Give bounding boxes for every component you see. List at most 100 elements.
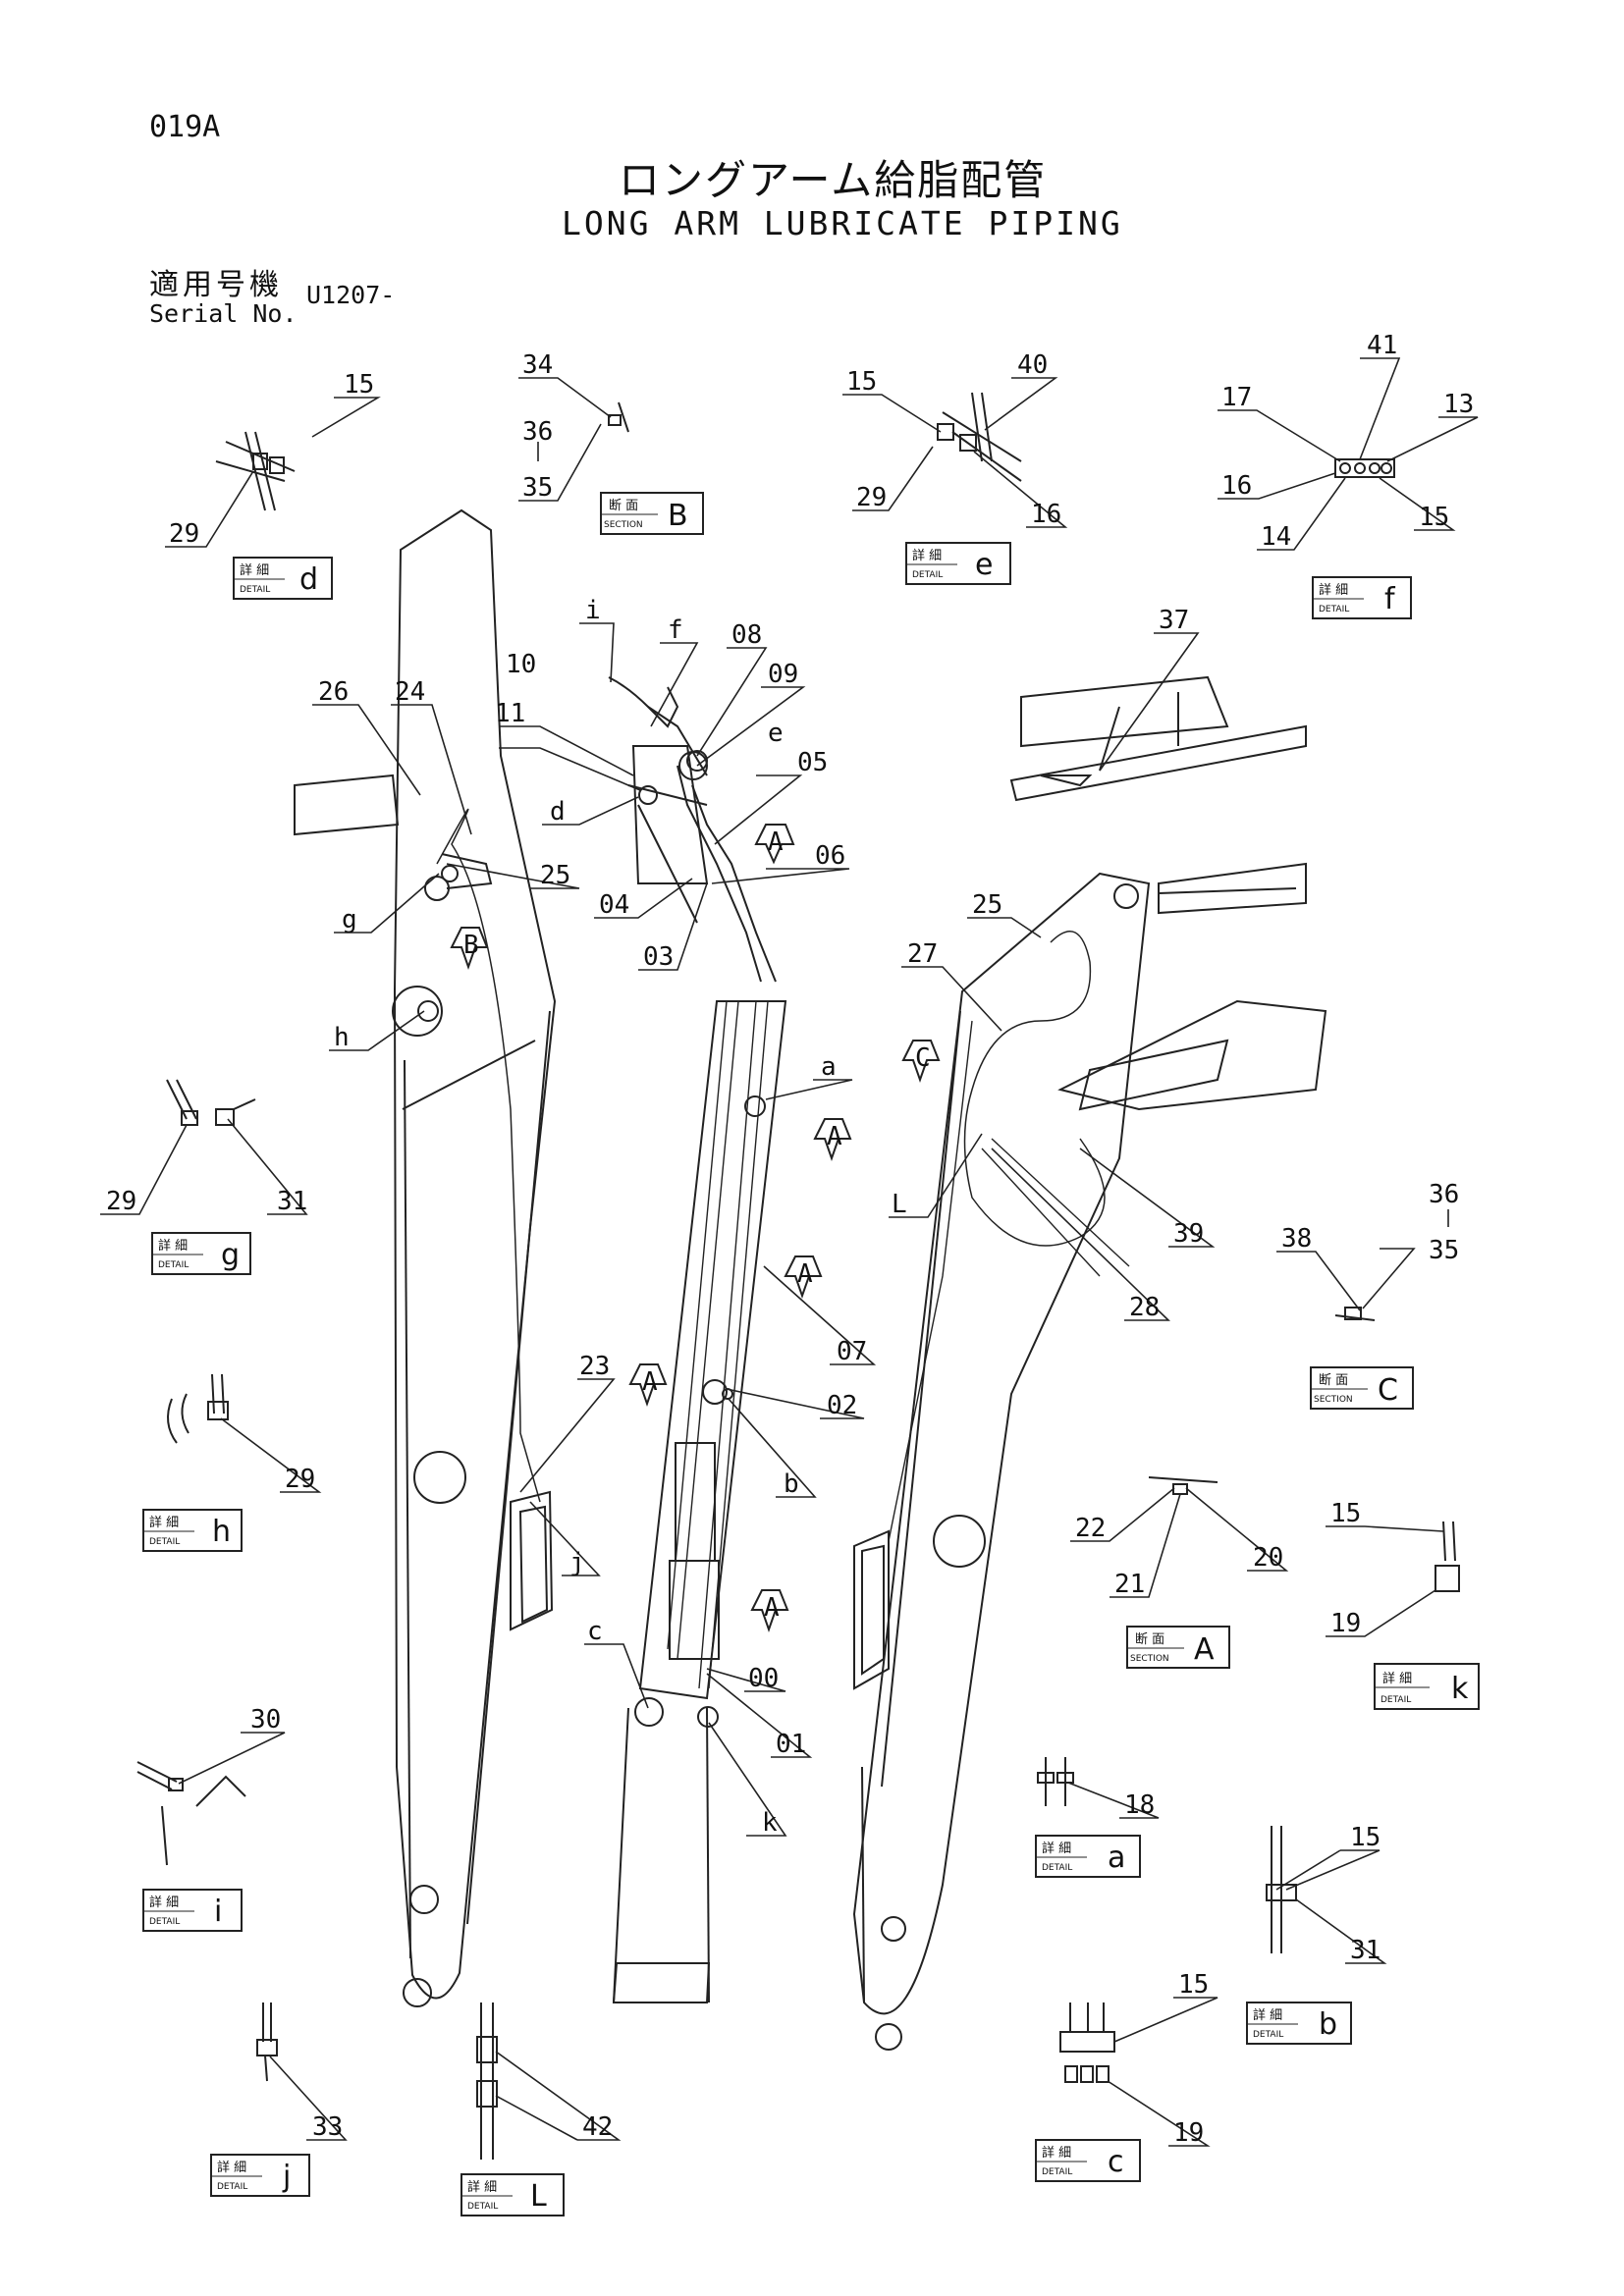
tag-letter: d xyxy=(299,562,318,597)
tag-word-en: DETAIL xyxy=(1042,1863,1072,1873)
tag-letter: B xyxy=(668,499,688,533)
detail-tag-g: 詳 細 DETAIL g xyxy=(151,1232,251,1275)
tag-letter: b xyxy=(1319,2007,1337,2042)
callout-label: 04 xyxy=(599,890,629,920)
view-arrow-A5 xyxy=(750,1589,789,1633)
leader-lines xyxy=(100,357,1479,2147)
view-arrow-letter: A xyxy=(797,1259,813,1289)
callout-label: 42 xyxy=(582,2112,613,2142)
detail-tag-f: 詳 細 DETAIL f xyxy=(1312,576,1412,619)
callout-label: 16 xyxy=(1221,471,1252,501)
section-tag-B: 断 面 SECTION B xyxy=(600,492,704,535)
callout-label: 06 xyxy=(815,841,845,871)
callout-labels: 15 29 34 36 35 15 40 29 16 41 17 13 16 1… xyxy=(106,331,1474,2148)
section-tag-A: 断 面 SECTION A xyxy=(1126,1626,1230,1669)
callout-label: 19 xyxy=(1330,1609,1361,1638)
tag-letter: c xyxy=(1108,2145,1124,2179)
view-arrow-C xyxy=(901,1040,941,1084)
callout-label: 41 xyxy=(1367,331,1397,360)
callout-label: 15 xyxy=(1350,1823,1380,1852)
tag-word-en: DETAIL xyxy=(1380,1695,1411,1705)
tag-letter: C xyxy=(1378,1373,1398,1408)
tag-word-en: DETAIL xyxy=(912,570,943,580)
tag-letter: L xyxy=(530,2179,547,2214)
tag-letter: e xyxy=(975,548,993,582)
tag-letter: h xyxy=(212,1515,231,1549)
callout-label: 22 xyxy=(1075,1514,1106,1543)
view-arrow-A2 xyxy=(813,1118,852,1162)
section-tag-C: 断 面 SECTION C xyxy=(1310,1366,1414,1410)
callout-label: 39 xyxy=(1173,1219,1204,1249)
tag-word-jp: 断 面 xyxy=(609,499,638,513)
callout-label: 15 xyxy=(1178,1970,1209,2000)
callout-label: 15 xyxy=(846,367,877,397)
center-arm-outline xyxy=(612,1000,787,2003)
callout-label: 36 xyxy=(1429,1180,1459,1209)
callout-label: g xyxy=(342,905,357,934)
callout-label: i xyxy=(585,596,601,625)
tag-letter: i xyxy=(214,1895,222,1929)
detail-L-sketch xyxy=(476,2002,498,2160)
tag-word-jp: 詳 細 xyxy=(1319,582,1348,598)
callout-label: 30 xyxy=(250,1705,281,1735)
callout-label: 37 xyxy=(1159,606,1189,635)
tag-word-en: DETAIL xyxy=(1319,605,1349,614)
callout-label: 00 xyxy=(748,1664,779,1693)
tag-word-jp: 詳 細 xyxy=(149,1895,179,1910)
view-arrow-A4 xyxy=(628,1363,668,1408)
callout-label: 17 xyxy=(1221,383,1252,412)
detail-tag-h: 詳 細 DETAIL h xyxy=(142,1509,243,1552)
view-arrow-letter: B xyxy=(463,931,479,960)
detail-c-sketch xyxy=(1059,2002,1115,2083)
callout-label: k xyxy=(762,1808,778,1838)
detail-tag-a: 詳 細 DETAIL a xyxy=(1035,1835,1141,1878)
detail-tag-L: 詳 細 DETAIL L xyxy=(460,2173,565,2216)
callout-label: 16 xyxy=(1031,500,1061,529)
callout-label: 40 xyxy=(1017,350,1048,380)
detail-b-sketch xyxy=(1266,1826,1297,1953)
callout-label: 14 xyxy=(1261,522,1291,552)
callout-label: 31 xyxy=(277,1187,307,1216)
tag-word-jp: 詳 細 xyxy=(1042,1841,1071,1856)
callout-label: 18 xyxy=(1124,1790,1155,1820)
callout-label: 29 xyxy=(285,1465,315,1494)
view-arrow-A1 xyxy=(754,824,795,865)
detail-tag-b: 詳 細 DETAIL b xyxy=(1246,2002,1352,2045)
tag-letter: j xyxy=(282,2160,291,2194)
tag-word-en: DETAIL xyxy=(1253,2030,1283,2040)
view-arrow-letter: C xyxy=(915,1043,931,1073)
serial-label-english: Serial No. xyxy=(149,299,298,328)
callout-label: 20 xyxy=(1253,1543,1283,1573)
tag-word-en: DETAIL xyxy=(149,1537,180,1547)
callout-label: 03 xyxy=(643,942,674,972)
tag-word-jp: 詳 細 xyxy=(467,2179,497,2195)
tag-letter: A xyxy=(1194,1632,1215,1667)
callout-label: a xyxy=(821,1052,837,1082)
detail-tag-i: 詳 細 DETAIL i xyxy=(142,1889,243,1932)
tag-word-jp: 断 面 xyxy=(1135,1632,1164,1647)
callout-label: 11 xyxy=(495,699,525,728)
detail-k-sketch xyxy=(1435,1521,1460,1592)
callout-label: 02 xyxy=(827,1391,857,1420)
view-arrow-letter: A xyxy=(768,828,784,857)
callout-label: j xyxy=(569,1548,585,1577)
detail-e-sketch xyxy=(937,392,1022,482)
section-C-sketch xyxy=(1334,1307,1376,1321)
tag-letter: f xyxy=(1384,582,1396,616)
serial-value: U1207- xyxy=(306,281,396,309)
callout-label: b xyxy=(784,1469,799,1499)
callout-label: 27 xyxy=(907,939,938,969)
view-arrow-letter: A xyxy=(764,1593,780,1623)
callout-label: L xyxy=(892,1190,907,1219)
title-english: LONG ARM LUBRICATE PIPING xyxy=(562,204,1123,242)
view-arrow-letter: A xyxy=(827,1122,842,1151)
callout-label: 15 xyxy=(1419,503,1449,532)
tag-word-en: DETAIL xyxy=(158,1260,189,1270)
view-arrow-B xyxy=(450,927,489,971)
tag-word-jp: 詳 細 xyxy=(149,1515,179,1530)
callout-label: 19 xyxy=(1173,2118,1204,2148)
callout-label: 07 xyxy=(837,1337,867,1366)
detail-f-sketch xyxy=(1334,458,1395,478)
tag-word-en: SECTION xyxy=(1314,1395,1353,1405)
